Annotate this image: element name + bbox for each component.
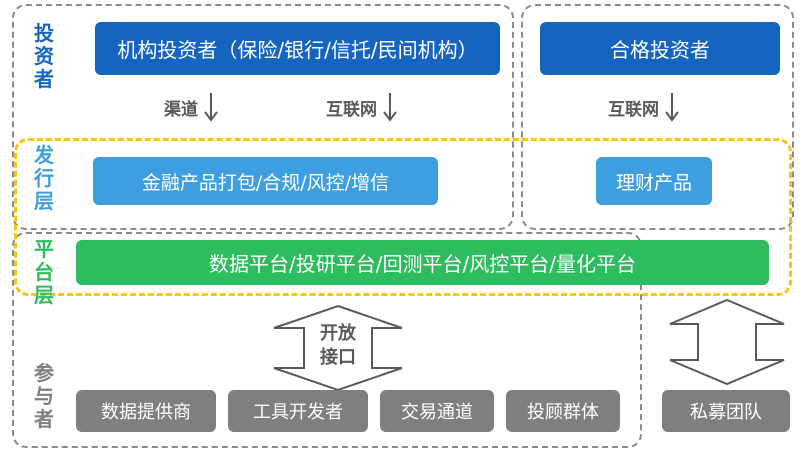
bottom-container [12,232,642,448]
private-fund-box: 私募团队 [662,390,790,432]
arrow-down-icon [665,93,679,122]
channel-text: 互联网 [326,99,377,120]
participant-box-advisor-group: 投顾群体 [506,390,620,432]
channel-label-left-1: 渠道 [164,92,218,122]
arrow-down-icon [204,93,218,122]
channel-text: 渠道 [164,99,198,120]
participant-box-tool-developer: 工具开发者 [228,390,368,432]
issuance-platform-zone [14,138,792,296]
institutional-investor-box: 机构投资者（保险/银行/信托/民间机构） [95,22,500,75]
layer-label-participant: 参与者 [34,361,54,431]
arrow-down-icon [383,93,397,122]
layer-label-investor: 投资者 [34,21,54,91]
layer-label-platform: 平台层 [34,237,54,307]
participant-box-data-provider: 数据提供商 [76,390,216,432]
qualified-investor-box: 合格投资者 [540,22,780,75]
participant-box-trading-channel: 交易通道 [380,390,494,432]
right-top-container [521,4,794,230]
wealth-products-box: 理财产品 [596,157,712,205]
channel-label-left-2: 互联网 [326,92,397,122]
open-interface-label: 开放 接口 [314,322,362,370]
financial-products-box: 金融产品打包/合规/风控/增信 [93,157,438,205]
channel-label-right: 互联网 [608,92,679,122]
channel-text: 互联网 [608,99,659,120]
layer-label-issuer: 发行层 [34,143,54,213]
interface-line-2: 接口 [320,347,356,368]
platform-box: 数据平台/投研平台/回测平台/风控平台/量化平台 [76,240,769,285]
left-top-container [12,4,514,230]
private-fund-arrow-icon [669,298,785,386]
interface-line-1: 开放 [320,323,356,344]
